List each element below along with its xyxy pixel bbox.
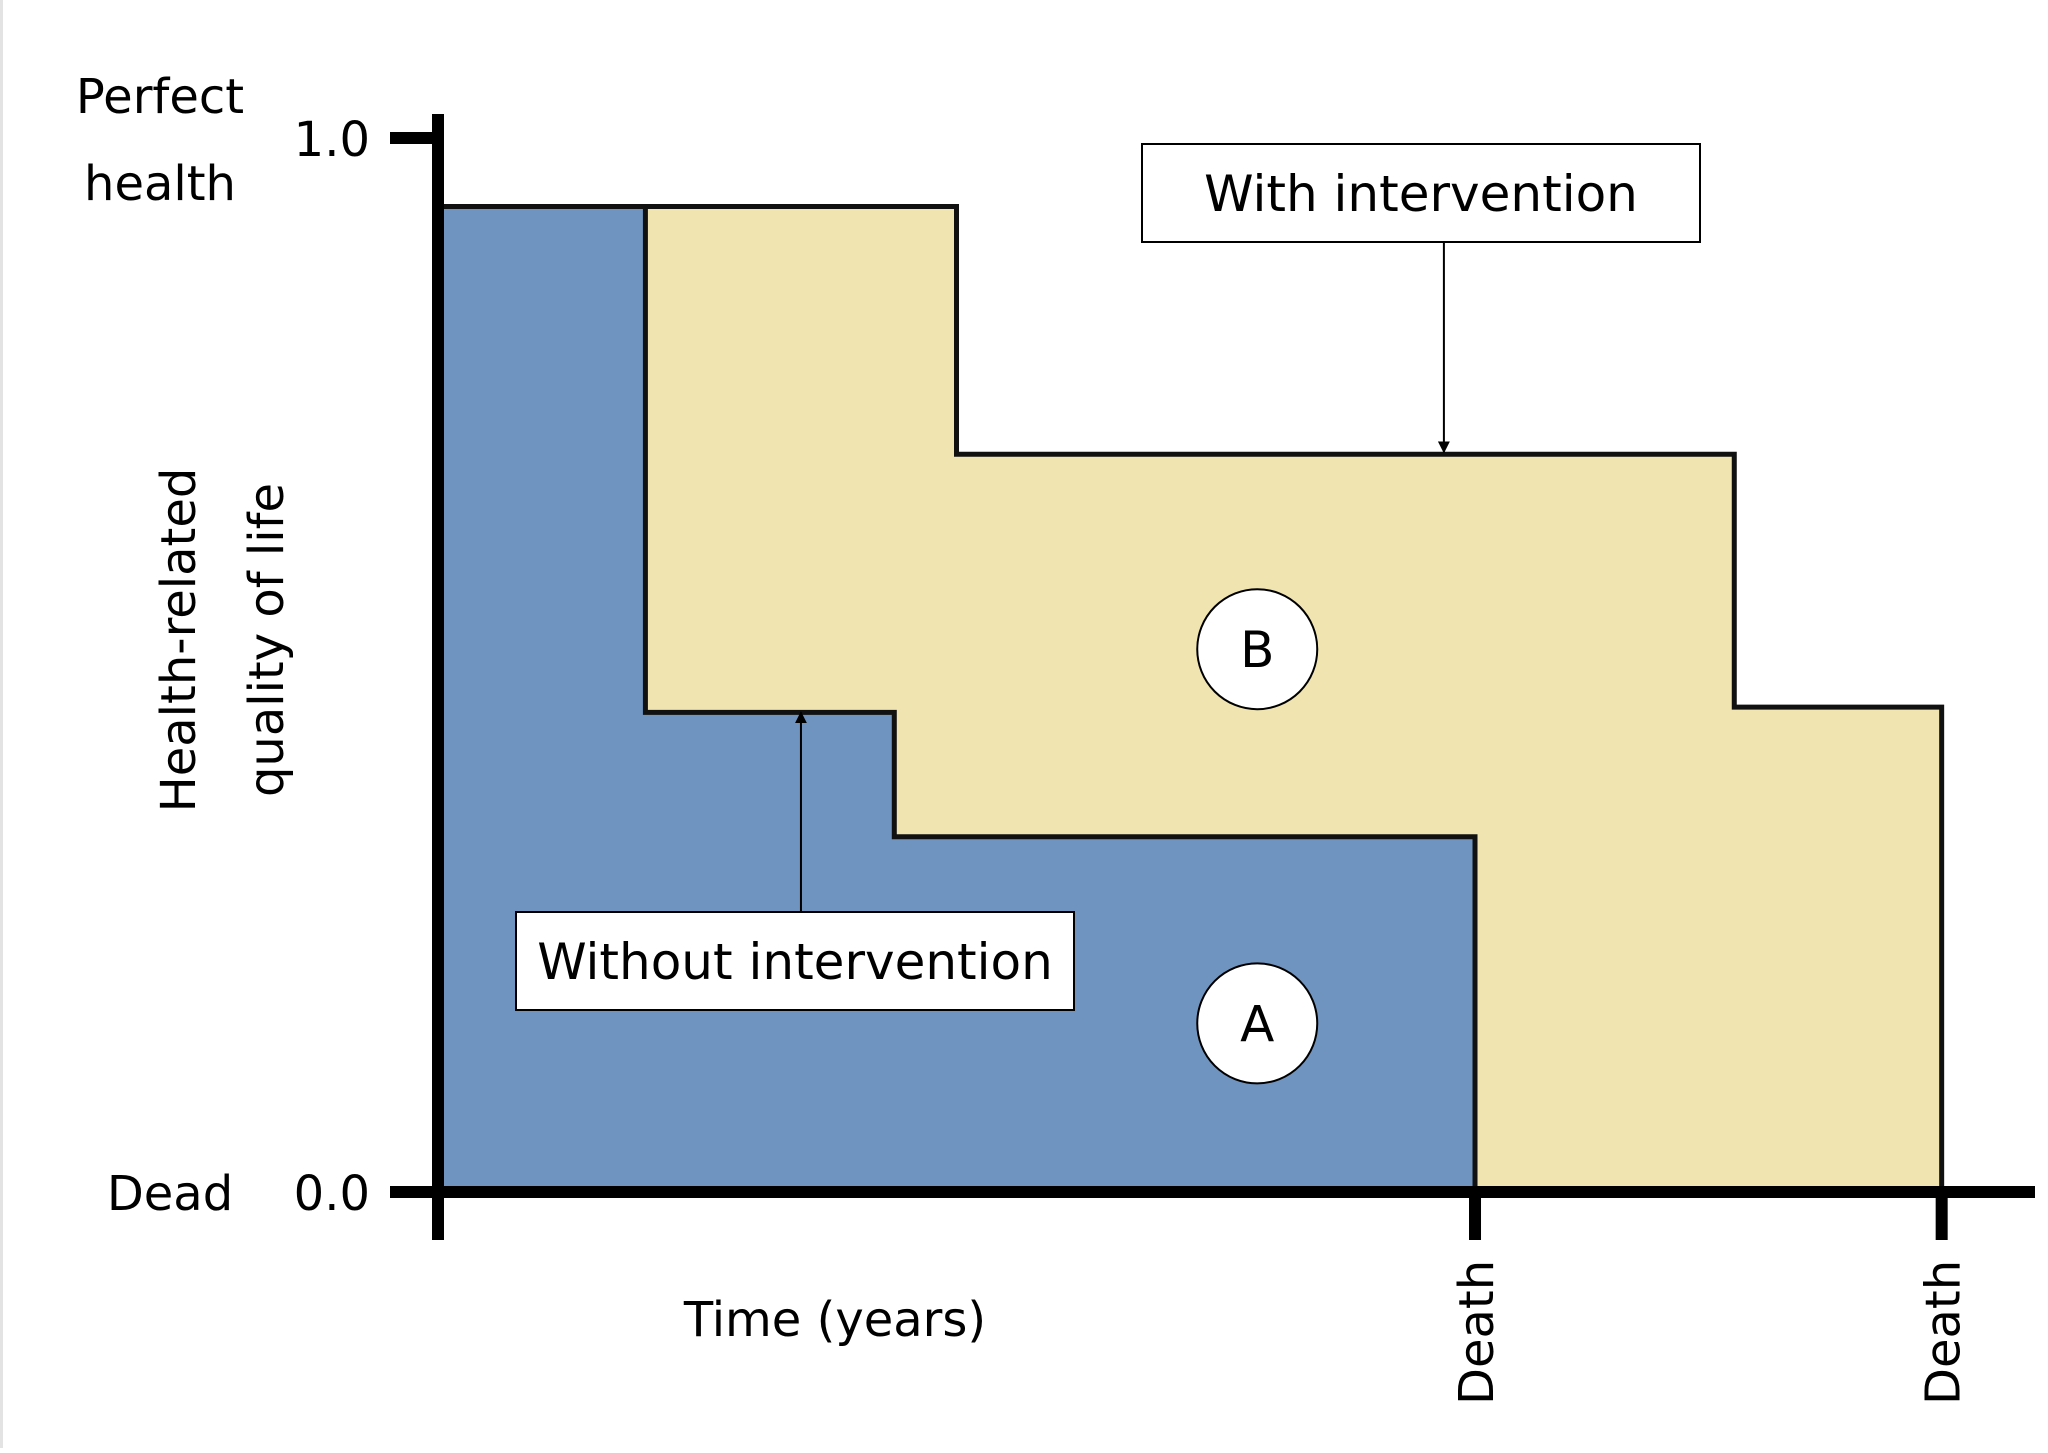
x-axis-label: Time (years) xyxy=(683,1292,986,1348)
left-edge-divider xyxy=(0,0,3,1448)
region-b-circle xyxy=(1196,588,1319,711)
series-outlines xyxy=(438,204,1945,1192)
y-anchor-dead: Dead xyxy=(107,1166,233,1222)
y-anchor-health: health xyxy=(84,156,236,212)
y-axis-label-line-1: Health-related xyxy=(151,468,207,813)
region-a-label: A xyxy=(1240,995,1274,1053)
region-a-circle xyxy=(1196,962,1319,1085)
y-anchor-perfect: Perfect xyxy=(76,69,244,125)
with-intervention-outline xyxy=(438,204,1945,1192)
y-tick-label: 1.0 xyxy=(294,112,370,168)
region-b-label: B xyxy=(1240,621,1274,679)
death-label: Death xyxy=(1916,1260,1972,1405)
y-tick-label: 0.0 xyxy=(294,1166,370,1222)
with-intervention-label: With intervention xyxy=(1204,165,1638,223)
with-intervention-box xyxy=(1141,143,1701,243)
death-label: Death xyxy=(1449,1260,1505,1405)
without-intervention-box xyxy=(515,911,1075,1011)
y-axis-label-line-2: quality of life xyxy=(239,483,295,797)
without-intervention-label: Without intervention xyxy=(537,933,1053,991)
series-areas xyxy=(438,206,1942,1192)
